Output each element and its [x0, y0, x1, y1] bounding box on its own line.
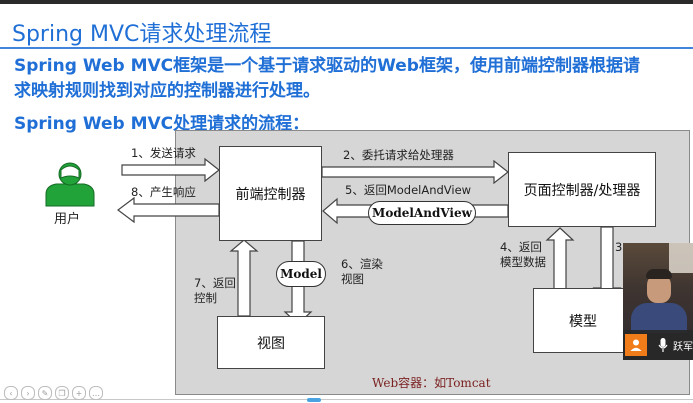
- person-icon[interactable]: [625, 334, 647, 356]
- prev-icon[interactable]: ‹: [4, 386, 18, 400]
- model-pill: Model: [276, 261, 326, 287]
- user-label: 用户: [54, 212, 81, 227]
- step-5-label: 5、返回ModelAndView: [345, 183, 472, 197]
- intro-paragraph: Spring Web MVC框架是一个基于请求驱动的Web框架，使用前端控制器根…: [14, 56, 640, 101]
- flow-heading: Spring Web MVC处理请求的流程：: [14, 114, 310, 134]
- presenter-name: 跃军: [673, 341, 693, 353]
- window-top-bar: [0, 0, 693, 4]
- copy-icon[interactable]: ❐: [55, 386, 69, 400]
- modelandview-pill: ModelAndView: [368, 201, 476, 225]
- slide-title: Spring MVC请求处理流程: [12, 22, 272, 47]
- front-controller-box: 前端控制器: [219, 146, 322, 241]
- pen-icon[interactable]: ✎: [38, 386, 52, 400]
- user-icon: [45, 162, 95, 207]
- step-6-label: 6、渲染视图: [341, 257, 383, 286]
- zoom-icon[interactable]: +: [72, 386, 86, 400]
- microphone-icon[interactable]: [655, 337, 671, 353]
- arrow-delegate: [321, 159, 509, 185]
- arrow-response: [117, 196, 220, 224]
- title-divider: [0, 47, 693, 49]
- step-7-label: 7、返回控制: [194, 276, 236, 305]
- presenter-body: [631, 303, 687, 333]
- video-background-light: [669, 243, 693, 273]
- step-1-label: 1、发送请求: [131, 146, 196, 160]
- more-icon[interactable]: …: [89, 386, 103, 400]
- slide-toolbar: ‹ › ✎ ❐ + …: [4, 386, 103, 400]
- page-controller-box: 页面控制器/处理器: [508, 152, 656, 227]
- web-container-label: Web容器：如Tomcat: [372, 376, 491, 390]
- arrow-return-model: [545, 227, 575, 291]
- step-4-label: 4、返回模型数据: [500, 240, 546, 269]
- presenter-hair: [646, 269, 672, 279]
- page-indicator: [307, 398, 321, 402]
- model-box: 模型: [533, 288, 633, 353]
- step-2-label: 2、委托请求给处理器: [343, 148, 454, 162]
- video-controls-bar: 跃军: [623, 330, 693, 360]
- view-box: 视图: [217, 316, 325, 369]
- next-icon[interactable]: ›: [21, 386, 35, 400]
- arrow-return-control: [229, 239, 259, 317]
- slide-bottom-rule: [0, 399, 693, 400]
- arrow-send-request: [121, 157, 220, 183]
- step-8-label: 8、产生响应: [131, 185, 196, 199]
